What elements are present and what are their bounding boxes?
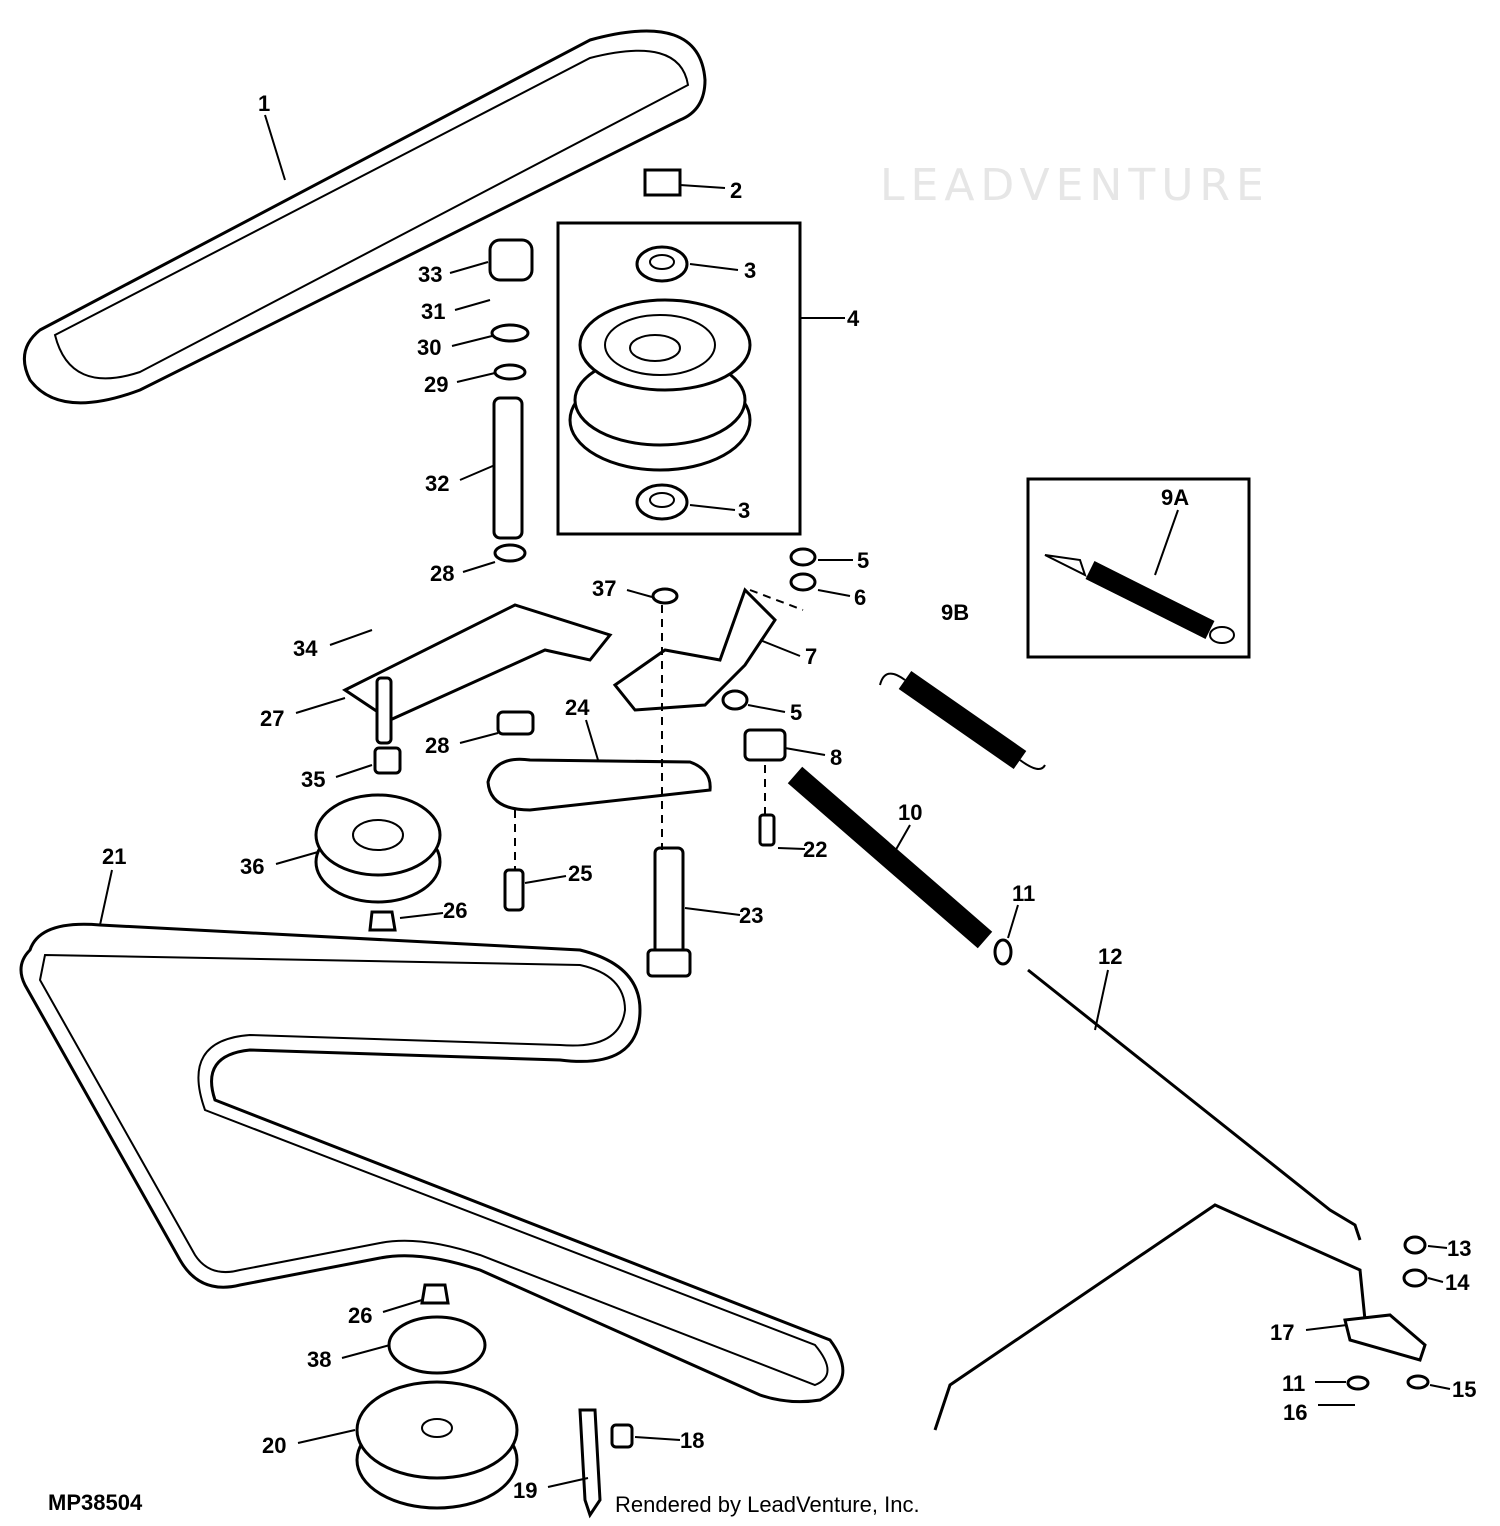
nut-2 — [643, 168, 682, 197]
callout-label: 8 — [830, 745, 842, 770]
callout-label: 3 — [738, 498, 750, 523]
nut-5-lower — [721, 689, 749, 711]
callout-label: 30 — [417, 335, 441, 360]
idler-arm-24 — [486, 757, 712, 812]
callout-label: 17 — [1270, 1320, 1294, 1345]
callout-label: 4 — [847, 306, 860, 331]
callout-label: 5 — [790, 700, 802, 725]
callout-label: 15 — [1452, 1377, 1476, 1402]
nut-5 — [789, 547, 817, 567]
callout-label: 29 — [424, 372, 448, 397]
callout-label: 7 — [805, 644, 817, 669]
diagram-id: MP38504 — [48, 1490, 143, 1515]
bracket-7 — [612, 587, 777, 712]
callout-label: 28 — [425, 733, 449, 758]
spacer-35 — [373, 746, 402, 775]
callout-label: 6 — [854, 585, 866, 610]
rod-12 — [1027, 968, 1362, 1241]
bearing-3-bottom — [635, 483, 689, 521]
callout-label: 36 — [240, 854, 264, 879]
idler-pulley-4 — [568, 298, 752, 472]
callout-label: 26 — [443, 898, 467, 923]
callout-label: 3 — [744, 258, 756, 283]
nut-26 — [368, 910, 397, 932]
callout-label: 34 — [293, 636, 318, 661]
callout-label: 9A — [1161, 485, 1189, 510]
bolt-23-head — [646, 948, 692, 978]
callout-label: 9B — [941, 600, 969, 625]
pulley-20 — [355, 1380, 519, 1510]
callout-label: 25 — [568, 861, 592, 886]
callout-label: 32 — [425, 471, 449, 496]
callout-label: 35 — [301, 767, 325, 792]
rod-lower — [933, 1203, 1367, 1431]
callout-label: 18 — [680, 1428, 704, 1453]
callout-label: 33 — [418, 262, 442, 287]
spring-box-9a — [1026, 477, 1251, 659]
callout-label: 22 — [803, 837, 827, 862]
pulley-38 — [387, 1315, 487, 1375]
washer-30 — [490, 323, 530, 343]
callout-label: 2 — [730, 178, 742, 203]
callout-label: 38 — [307, 1347, 331, 1372]
spring-9b — [879, 670, 1046, 770]
callout-label: 23 — [739, 903, 763, 928]
callout-label: 10 — [898, 800, 922, 825]
bracket-8 — [743, 728, 787, 762]
belt-21 — [19, 922, 845, 1404]
callout-label: 31 — [421, 299, 445, 324]
idler-pulley-36 — [314, 793, 442, 904]
callout-label: 1 — [258, 91, 270, 116]
nut-26-lower — [420, 1283, 450, 1305]
bolt-34 — [375, 676, 393, 745]
bracket-19 — [578, 1408, 602, 1519]
callout-label: 11 — [1012, 881, 1035, 906]
callout-label: 19 — [513, 1478, 537, 1503]
footer-credit: Rendered by LeadVenture, Inc. — [615, 1492, 920, 1517]
bolt-25 — [503, 868, 525, 912]
belt-1 — [22, 29, 707, 405]
bolt-22 — [758, 813, 776, 847]
assembly-lines — [514, 589, 804, 870]
callout-label: 37 — [592, 576, 616, 601]
nut-13 — [1403, 1235, 1427, 1255]
callout-label: 28 — [430, 561, 454, 586]
bushing-29 — [493, 363, 527, 381]
callout-label: 26 — [348, 1303, 372, 1328]
washer-15 — [1406, 1374, 1430, 1390]
callout-label: 14 — [1445, 1270, 1470, 1295]
bolt-23 — [653, 846, 685, 960]
bushing-14 — [1402, 1268, 1428, 1288]
washer-11 — [993, 938, 1013, 966]
callout-label: 20 — [262, 1433, 286, 1458]
bushing-28-lower — [496, 710, 535, 736]
washer-37 — [651, 587, 679, 605]
bolt-18 — [610, 1423, 634, 1449]
pulley-assembly-box — [556, 221, 802, 536]
callout-label: 12 — [1098, 944, 1122, 969]
callout-label: 11 — [1282, 1371, 1305, 1396]
callout-label: 21 — [102, 844, 126, 869]
spring-9a — [1044, 554, 1235, 644]
watermark: LEADVENTURE — [880, 160, 1270, 211]
spring-10 — [787, 766, 993, 949]
bracket-17 — [1343, 1313, 1427, 1362]
bearing-3-top — [635, 245, 689, 283]
washer-11-lower — [1346, 1375, 1370, 1391]
bushing-28 — [493, 543, 527, 563]
callout-label: 5 — [857, 548, 869, 573]
callout-label: 13 — [1447, 1236, 1471, 1261]
cap-33 — [488, 238, 534, 282]
callout-label: 24 — [565, 695, 590, 720]
callout-label: 27 — [260, 706, 284, 731]
spacer-6 — [789, 572, 817, 592]
leader-lines — [99, 114, 1451, 1488]
shaft-32 — [492, 396, 524, 540]
callout-label: 16 — [1283, 1400, 1307, 1425]
